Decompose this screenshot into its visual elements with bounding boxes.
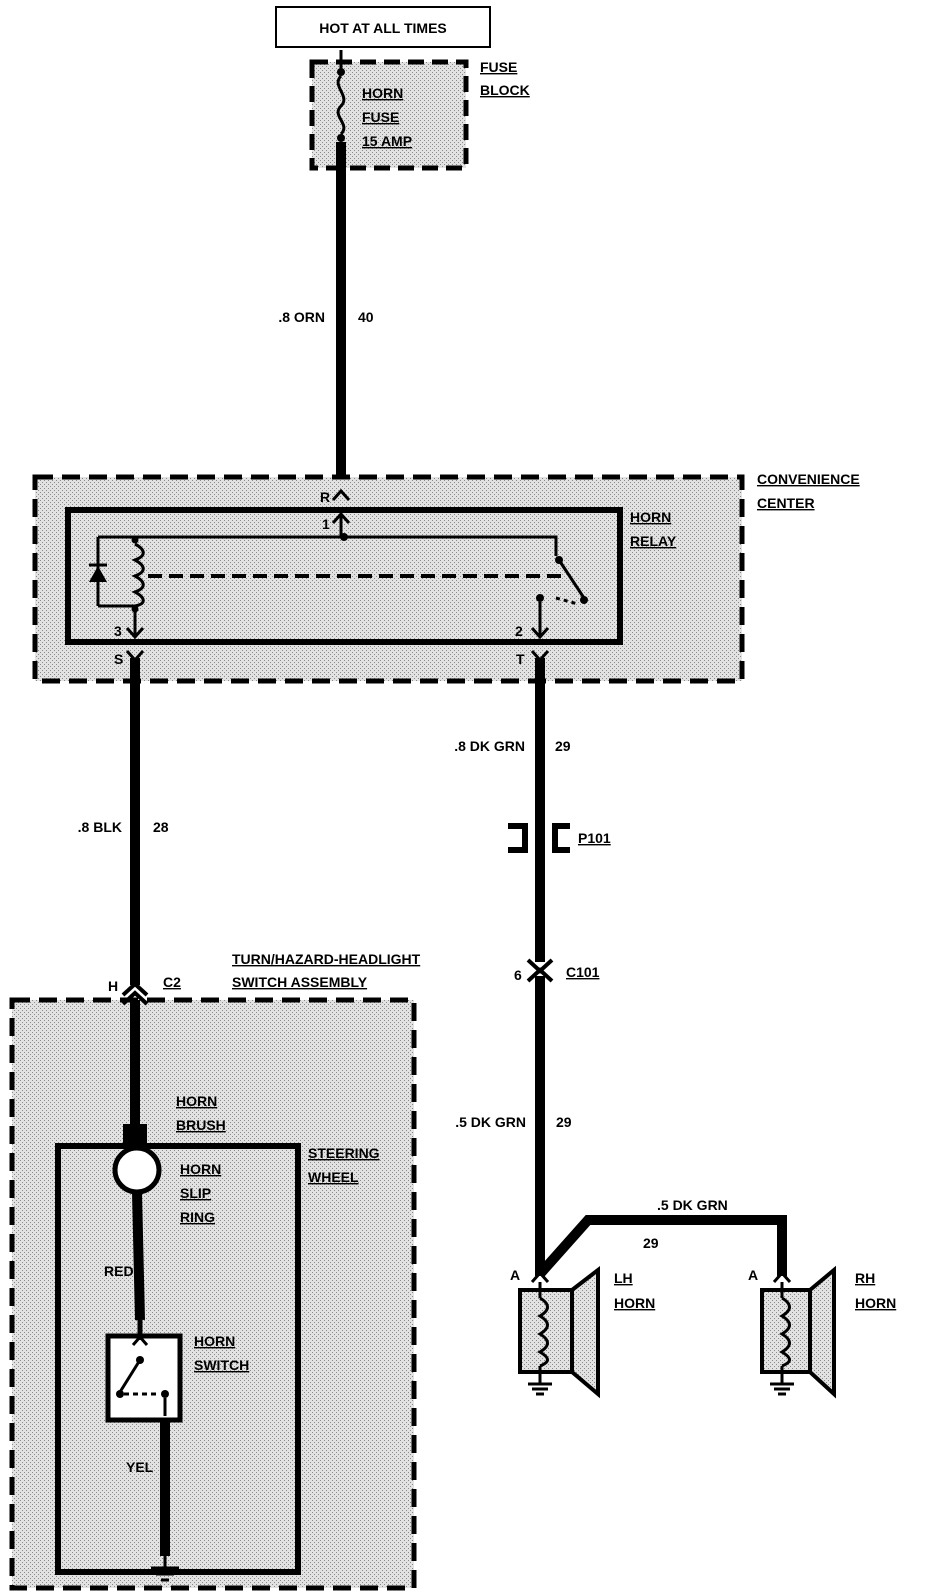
horn-brush-label-line2: BRUSH bbox=[176, 1117, 226, 1133]
lh-horn-label-line1: LH bbox=[614, 1270, 633, 1286]
slip-ring-label-line2: SLIP bbox=[180, 1185, 211, 1201]
wire-orn-label: .8 ORN bbox=[278, 309, 325, 325]
wire-dkgrn-branch-label: .5 DK GRN bbox=[657, 1197, 728, 1213]
c2-connector bbox=[121, 981, 149, 1006]
fuse-name-line1: HORN bbox=[362, 85, 403, 101]
relay-terminal-r bbox=[331, 488, 351, 541]
lh-horn-label-line2: HORN bbox=[614, 1295, 655, 1311]
wire-red bbox=[132, 1191, 145, 1321]
rh-horn-label-line2: HORN bbox=[855, 1295, 896, 1311]
switch-assembly-title-line1: TURN/HAZARD-HEADLIGHT bbox=[232, 951, 421, 967]
c101-connector bbox=[526, 958, 554, 983]
horn-brush-label-line1: HORN bbox=[176, 1093, 217, 1109]
rh-horn-pin: A bbox=[748, 1267, 758, 1283]
fuse-name-line2: FUSE bbox=[362, 109, 399, 125]
relay-internal-circuit bbox=[89, 535, 588, 625]
horn-relay-title-line2: RELAY bbox=[630, 533, 677, 549]
cavity-s-label: S bbox=[114, 651, 123, 667]
wire-dkgrn-lower-label: .5 DK GRN bbox=[455, 1114, 526, 1130]
rh-horn-symbol bbox=[760, 1265, 836, 1399]
wire-dkgrn-29-branch bbox=[536, 1215, 787, 1278]
fuse-block-title-line1: FUSE bbox=[480, 59, 517, 75]
power-source-label: HOT AT ALL TIMES bbox=[319, 20, 447, 36]
wire-blk-label: .8 BLK bbox=[78, 819, 122, 835]
horn-relay-title-line1: HORN bbox=[630, 509, 671, 525]
wire-dkgrn-upper-label: .8 DK GRN bbox=[454, 738, 525, 754]
c101-pin-label: 6 bbox=[514, 967, 522, 983]
rh-horn-label-line1: RH bbox=[855, 1270, 875, 1286]
wire-blk-circuit: 28 bbox=[153, 819, 169, 835]
p101-connector bbox=[508, 823, 570, 853]
power-source-box bbox=[275, 6, 491, 48]
c2-label: C2 bbox=[163, 974, 181, 990]
slip-ring-label-line1: HORN bbox=[180, 1161, 221, 1177]
convenience-center-title-line1: CONVENIENCE bbox=[757, 471, 860, 487]
wire-dkgrn-lower-circuit: 29 bbox=[556, 1114, 572, 1130]
p101-label: P101 bbox=[578, 830, 611, 846]
pin-3-label: 3 bbox=[114, 623, 122, 639]
c101-label: C101 bbox=[566, 964, 600, 980]
wire-orn-circuit: 40 bbox=[358, 309, 374, 325]
horn-switch-label-line2: SWITCH bbox=[194, 1357, 249, 1373]
steering-wheel-label-line2: WHEEL bbox=[308, 1169, 359, 1185]
pin-1-label: 1 bbox=[322, 516, 330, 532]
cavity-r-label: R bbox=[320, 489, 330, 505]
slip-ring-label-line3: RING bbox=[180, 1209, 215, 1225]
horn-slip-ring bbox=[112, 1145, 162, 1195]
fuse-rating: 15 AMP bbox=[362, 133, 412, 149]
ground-icon bbox=[151, 1556, 179, 1582]
fuse-block-title-line2: BLOCK bbox=[480, 82, 530, 98]
cavity-t-label: T bbox=[516, 651, 525, 667]
switch-assembly-title-line2: SWITCH ASSEMBLY bbox=[232, 974, 368, 990]
c2-pin-label: H bbox=[108, 978, 118, 994]
wire-dkgrn-upper-circuit: 29 bbox=[555, 738, 571, 754]
pin-2-label: 2 bbox=[515, 623, 523, 639]
wire-yel-label: YEL bbox=[126, 1459, 154, 1475]
lh-horn-symbol bbox=[518, 1265, 600, 1399]
horn-fuse-symbol bbox=[336, 50, 346, 142]
wire-red-label: RED bbox=[104, 1263, 134, 1279]
horn-switch-symbol bbox=[105, 1320, 183, 1423]
horn-brush bbox=[123, 1124, 147, 1146]
horn-switch-label-line1: HORN bbox=[194, 1333, 235, 1349]
steering-wheel-label-line1: STEERING bbox=[308, 1145, 380, 1161]
wire-dkgrn-branch-circuit: 29 bbox=[643, 1235, 659, 1251]
lh-horn-pin: A bbox=[510, 1267, 520, 1283]
convenience-center-title-line2: CENTER bbox=[757, 495, 815, 511]
